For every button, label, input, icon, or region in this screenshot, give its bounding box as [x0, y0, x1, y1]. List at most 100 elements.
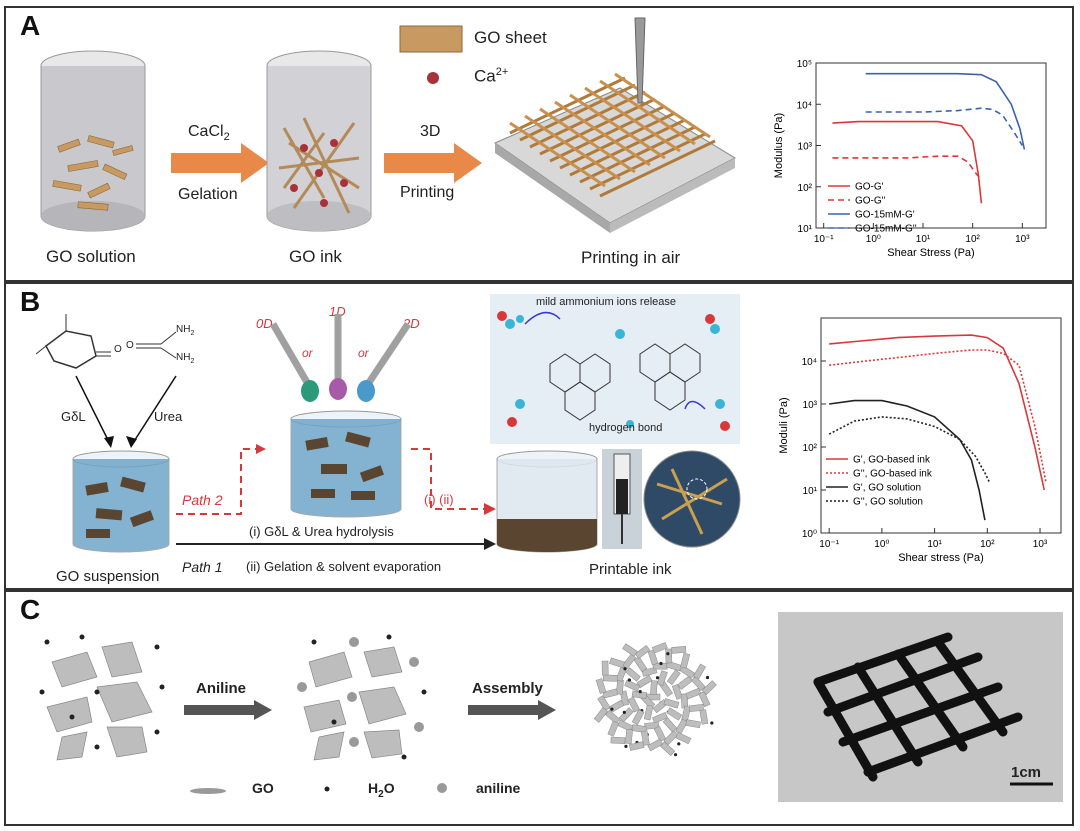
assembled-network	[593, 642, 717, 757]
y-tick-label: 10¹	[803, 486, 818, 497]
step-1-label: (i) GδL & Urea hydrolysis	[249, 524, 394, 539]
go-sheet	[602, 688, 619, 699]
water-dot	[627, 678, 632, 682]
legend-entry: GO-G'	[855, 182, 884, 193]
legend-entry: G', GO solution	[853, 483, 921, 494]
water-dot	[673, 753, 678, 757]
printed-lattice	[493, 17, 737, 233]
go-sheet	[701, 680, 717, 695]
go-sheet	[650, 680, 658, 696]
go-sheet	[691, 675, 706, 692]
water-legend-icon	[324, 786, 330, 792]
dim-0d-label: 0D	[256, 316, 273, 331]
go-sheet	[633, 656, 648, 673]
pipettes	[269, 314, 411, 402]
x-axis-label: Shear Stress (Pa)	[887, 247, 974, 259]
water-dot	[705, 675, 710, 680]
legend-entry: GO-G''	[855, 196, 886, 207]
go-sheet	[631, 709, 645, 726]
y-tick-label: 10²	[798, 183, 813, 194]
x-tick-label: 10⁻¹	[819, 539, 839, 550]
go-sheet	[675, 731, 692, 745]
panel-label-c: C	[20, 594, 41, 625]
legend-water: H2O	[368, 780, 395, 800]
aniline-legend-icon	[437, 783, 447, 793]
go-sheet	[624, 728, 633, 745]
go-sheet	[699, 709, 709, 725]
reagent-arrows	[75, 375, 177, 448]
path-arrows	[176, 444, 496, 550]
water-dot	[659, 661, 663, 666]
plot-frame	[815, 62, 1047, 229]
caption-printable-ink: Printable ink	[589, 561, 672, 578]
y-axis-label: Moduli (Pa)	[778, 397, 790, 453]
go-ink-beaker	[266, 50, 372, 232]
x-tick-label: 10⁻¹	[814, 234, 834, 245]
go-sheet	[656, 670, 668, 687]
printing-label: Printing	[400, 184, 455, 201]
go-sheet	[617, 719, 634, 732]
go-sheet	[698, 691, 711, 708]
go-legend-icon	[190, 788, 226, 794]
or-label-2: or	[358, 346, 369, 360]
x-tick-label: 10³	[1033, 539, 1048, 550]
urea-oxygen-label: O	[126, 340, 134, 351]
steps-label: (i) (ii)	[424, 492, 454, 507]
ammonium-schematic	[490, 294, 740, 444]
go-sheet	[643, 704, 654, 721]
legend-go: GO	[252, 780, 274, 796]
go-sheet	[595, 678, 607, 694]
x-tick-label: 10²	[965, 234, 980, 245]
panel-label-b: B	[20, 286, 41, 317]
printing-method-label: 3D	[420, 123, 441, 140]
go-sheet	[624, 679, 641, 692]
or-label-1: or	[302, 346, 313, 360]
water-dot	[677, 742, 681, 746]
go-sheet	[610, 736, 626, 745]
panel-label-a: A	[20, 10, 41, 41]
syringe-photo	[602, 449, 642, 549]
assembly-arrow	[468, 700, 556, 720]
urea-molecule	[136, 331, 177, 359]
water-dot	[624, 744, 628, 749]
go-sheet	[685, 687, 702, 700]
go-sheet	[671, 683, 683, 700]
panel-b: B O O NH2 NH2 GδL Urea GO suspension Pat…	[4, 282, 1074, 590]
series-line	[828, 416, 991, 483]
go-suspension-beaker	[72, 450, 170, 553]
go-sheet	[665, 660, 682, 672]
gelation-arrow	[171, 143, 269, 183]
series-line	[832, 155, 982, 181]
panel-c: C Aniline Assembly GO H2O aniline	[4, 590, 1074, 826]
gdl-oxygen-label: O	[114, 344, 122, 355]
go-sheet	[622, 643, 638, 657]
go-sheet	[677, 675, 693, 690]
go-sheet	[640, 730, 650, 746]
series-line	[865, 72, 1026, 150]
y-tick-label: 10³	[803, 400, 818, 411]
legend-entry: G'', GO solution	[853, 497, 923, 508]
go-sheet	[665, 648, 673, 664]
go-sheet	[651, 712, 668, 724]
go-sheet	[693, 663, 706, 680]
hydrogen-bond-label: hydrogen bond	[589, 422, 663, 434]
go-sheet	[609, 657, 625, 669]
go-sheet	[615, 666, 628, 682]
series-line	[832, 120, 983, 204]
go-sheet	[628, 741, 645, 751]
go-sheet	[666, 707, 683, 721]
ammonium-label: mild ammonium ions release	[536, 296, 676, 308]
go-sheet	[666, 669, 681, 686]
water-dot	[610, 707, 614, 711]
path-1-label: Path 1	[182, 559, 223, 575]
y-tick-label: 10³	[798, 142, 813, 153]
printable-ink-beaker	[496, 450, 598, 553]
gdl-label: GδL	[61, 409, 86, 424]
legend-aniline: aniline	[476, 780, 521, 796]
series-line	[829, 349, 1047, 483]
water-dot	[623, 667, 627, 671]
water-dot	[710, 721, 714, 725]
x-tick-label: 10¹	[916, 234, 931, 245]
